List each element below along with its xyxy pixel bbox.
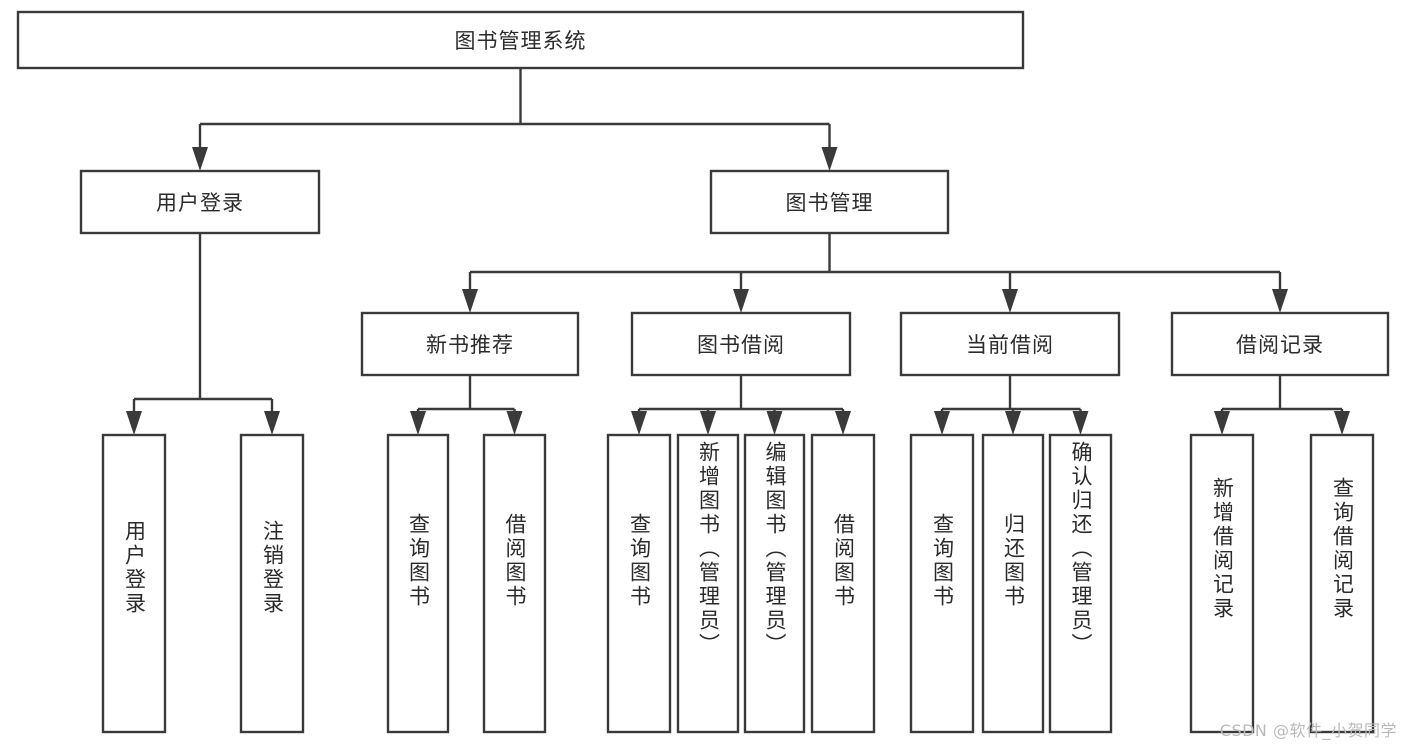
node-box-leaf-logout (239, 433, 305, 734)
arrow-head-icon (1272, 289, 1288, 313)
node-box-leaf-borrow-book-borrow (810, 433, 876, 734)
node-box-leaf-edit-book-admin (743, 433, 806, 734)
arrow-head-icon (506, 411, 523, 435)
node-box-leaf-confirm-return-admin (1048, 433, 1113, 734)
arrow-head-icon (1002, 289, 1018, 313)
arrow-head-icon (126, 411, 142, 435)
arrow-head-icon (631, 411, 647, 435)
node-boxes (16, 10, 1390, 734)
node-box-leaf-query-book-current (909, 433, 975, 734)
arrow-head-icon (733, 289, 749, 313)
arrow-head-icon (821, 147, 838, 171)
connector-edges (126, 68, 1350, 435)
node-box-leaf-query-book-rec (386, 433, 450, 734)
arrow-head-icon (700, 411, 716, 435)
node-box-leaf-query-book-borrow (606, 433, 672, 734)
node-box-leaf-return-book (981, 433, 1045, 734)
arrow-head-icon (1214, 411, 1230, 435)
arrow-head-icon (410, 411, 426, 435)
node-box-leaf-borrow-book-rec (482, 433, 547, 734)
node-box-leaf-add-borrow-record (1189, 433, 1255, 734)
node-box-leaf-query-borrow-record (1309, 433, 1375, 734)
node-box-book-manage (709, 169, 950, 235)
arrow-head-icon (192, 147, 208, 171)
arrow-head-icon (264, 411, 280, 435)
arrow-head-icon (835, 411, 851, 435)
node-box-leaf-add-book-admin (676, 433, 740, 734)
node-box-current-borrow (899, 311, 1121, 377)
node-box-book-borrow (630, 311, 852, 377)
node-box-new-book-recommend (360, 311, 580, 377)
arrow-head-icon (934, 411, 950, 435)
node-box-root (16, 10, 1025, 70)
arrow-head-icon (1072, 411, 1089, 435)
arrow-head-icon (462, 289, 478, 313)
arrow-head-icon (1334, 411, 1350, 435)
node-box-leaf-user-login (101, 433, 167, 734)
arrow-head-icon (766, 411, 783, 435)
node-box-user-login (79, 169, 321, 235)
watermark-text: CSDN @软件_小贺同学 (1219, 721, 1397, 740)
arrow-head-icon (1005, 411, 1021, 435)
node-box-borrow-record (1170, 311, 1390, 377)
